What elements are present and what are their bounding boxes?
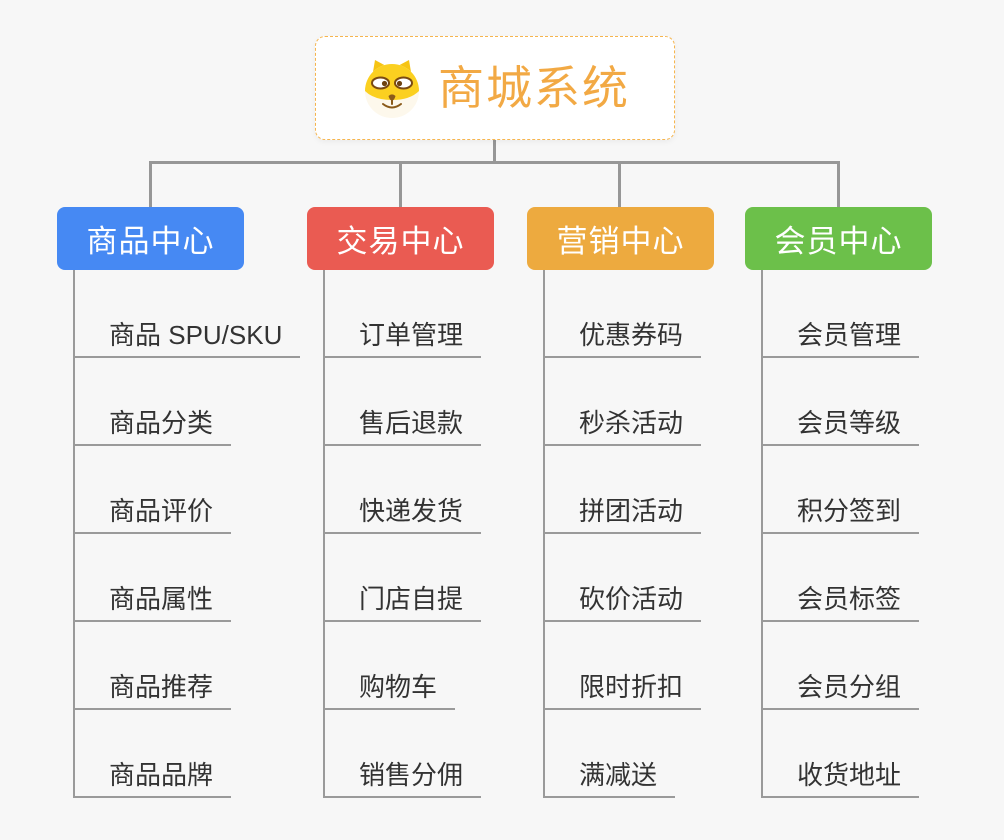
leaf-product-spu-sku[interactable]: 商品 SPU/SKU [75,270,301,358]
branch-trade-center: 交易中心 订单管理 售后退款 快递发货 门店自提 购物车 销售分佣 [307,207,494,798]
connector-drop-member [837,161,840,207]
branch-label: 商品中心 [86,224,215,259]
leaf-label: 秒杀活动 [579,408,684,439]
leaf-label: 快递发货 [359,496,464,527]
leaf-member-group[interactable]: 会员分组 [763,622,920,710]
leaf-label: 会员等级 [797,408,902,439]
leaf-shopping-cart[interactable]: 购物车 [325,622,456,710]
leaf-shipping-address[interactable]: 收货地址 [763,710,920,798]
leaf-label: 售后退款 [359,408,464,439]
connector-drop-marketing [618,161,621,207]
branch-label: 营销中心 [556,224,685,259]
leaf-label: 积分签到 [797,496,902,527]
connector-root-stem [493,140,496,164]
leaf-label: 满减送 [579,760,658,791]
leaf-express-delivery[interactable]: 快递发货 [325,446,482,534]
leaf-sales-commission[interactable]: 销售分佣 [325,710,482,798]
leaf-order-management[interactable]: 订单管理 [325,270,482,358]
branch-children-marketing: 优惠券码 秒杀活动 拼团活动 砍价活动 限时折扣 满减送 [543,270,702,798]
leaf-label: 会员标签 [797,584,902,615]
branch-label: 交易中心 [336,224,465,259]
leaf-after-sales-refund[interactable]: 售后退款 [325,358,482,446]
dog-face-icon [365,60,419,118]
branch-node-product-center[interactable]: 商品中心 [57,207,244,270]
leaf-label: 商品属性 [109,584,214,615]
leaf-label: 收货地址 [797,760,902,791]
leaf-label: 优惠券码 [579,320,684,351]
branch-product-center: 商品中心 商品 SPU/SKU 商品分类 商品评价 商品属性 商品推荐 商品品牌 [57,207,301,798]
leaf-member-tag[interactable]: 会员标签 [763,534,920,622]
leaf-label: 会员分组 [797,672,902,703]
leaf-bargain-activity[interactable]: 砍价活动 [545,534,702,622]
leaf-label: 限时折扣 [579,672,684,703]
leaf-label: 商品推荐 [109,672,214,703]
branch-node-marketing-center[interactable]: 营销中心 [527,207,714,270]
leaf-limited-time-discount[interactable]: 限时折扣 [545,622,702,710]
branch-node-member-center[interactable]: 会员中心 [745,207,932,270]
branch-node-trade-center[interactable]: 交易中心 [307,207,494,270]
root-node[interactable]: 商城系统 [315,36,675,140]
root-title: 商城系统 [438,62,630,114]
leaf-flash-sale[interactable]: 秒杀活动 [545,358,702,446]
leaf-label: 商品分类 [109,408,214,439]
leaf-full-reduction[interactable]: 满减送 [545,710,676,798]
leaf-label: 商品品牌 [109,760,214,791]
leaf-label: 砍价活动 [579,584,684,615]
leaf-label: 购物车 [359,672,438,703]
leaf-label: 商品 SPU/SKU [109,320,283,351]
leaf-product-brand[interactable]: 商品品牌 [75,710,232,798]
leaf-coupon-code[interactable]: 优惠券码 [545,270,702,358]
leaf-product-attribute[interactable]: 商品属性 [75,534,232,622]
branch-label: 会员中心 [774,224,903,259]
connector-bus [149,161,840,164]
connector-drop-product [149,161,152,207]
leaf-group-buy[interactable]: 拼团活动 [545,446,702,534]
leaf-points-checkin[interactable]: 积分签到 [763,446,920,534]
leaf-store-pickup[interactable]: 门店自提 [325,534,482,622]
leaf-product-category[interactable]: 商品分类 [75,358,232,446]
connector-drop-trade [399,161,402,207]
leaf-member-management[interactable]: 会员管理 [763,270,920,358]
leaf-label: 商品评价 [109,496,214,527]
leaf-member-level[interactable]: 会员等级 [763,358,920,446]
branch-children-trade: 订单管理 售后退款 快递发货 门店自提 购物车 销售分佣 [323,270,482,798]
leaf-product-recommend[interactable]: 商品推荐 [75,622,232,710]
branch-member-center: 会员中心 会员管理 会员等级 积分签到 会员标签 会员分组 收货地址 [745,207,932,798]
leaf-label: 会员管理 [797,320,902,351]
leaf-label: 拼团活动 [579,496,684,527]
branch-children-product: 商品 SPU/SKU 商品分类 商品评价 商品属性 商品推荐 商品品牌 [73,270,301,798]
branch-children-member: 会员管理 会员等级 积分签到 会员标签 会员分组 收货地址 [761,270,920,798]
leaf-product-review[interactable]: 商品评价 [75,446,232,534]
branch-marketing-center: 营销中心 优惠券码 秒杀活动 拼团活动 砍价活动 限时折扣 满减送 [527,207,714,798]
leaf-label: 订单管理 [359,320,464,351]
leaf-label: 门店自提 [359,584,464,615]
leaf-label: 销售分佣 [359,760,464,791]
